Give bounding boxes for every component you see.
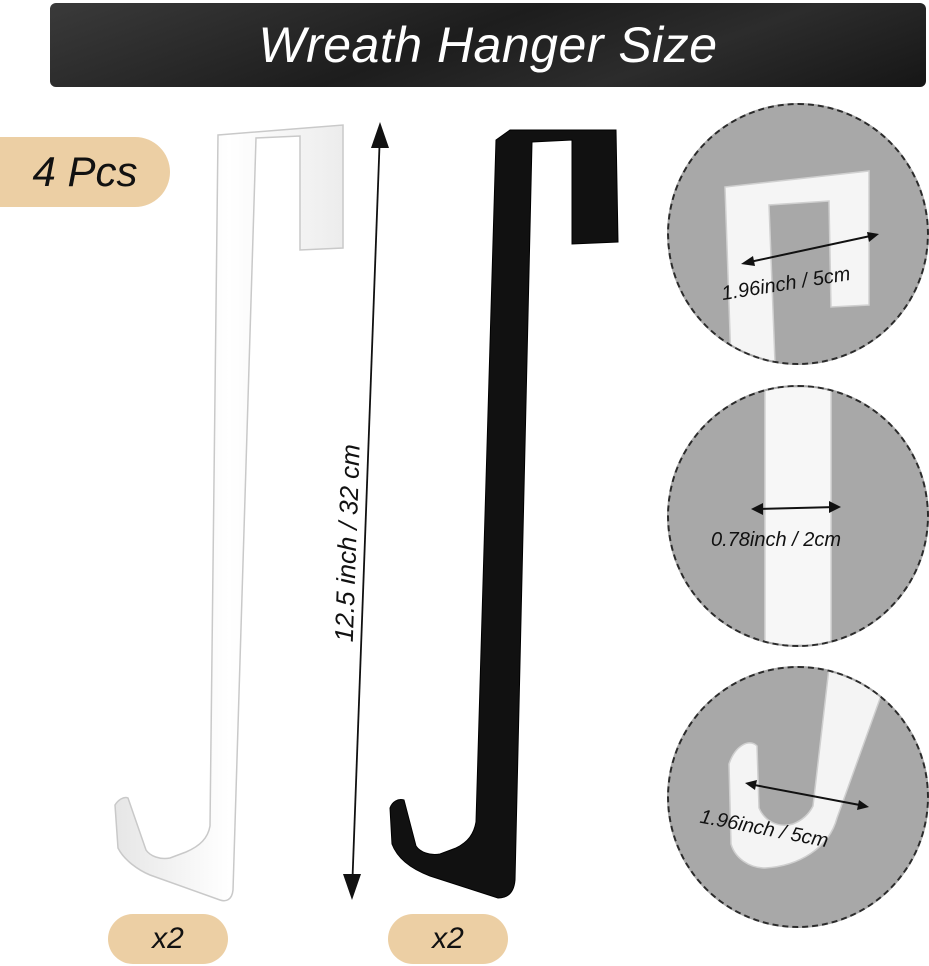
- quantity-badge: 4 Pcs: [0, 137, 170, 207]
- top-detail-illustration: [724, 170, 879, 363]
- page-title: Wreath Hanger Size: [258, 17, 718, 73]
- strip-detail-illustration: [751, 387, 841, 645]
- hook-detail-illustration: [728, 668, 892, 869]
- title-banner: Wreath Hanger Size: [50, 3, 926, 87]
- black-hanger: [389, 129, 619, 899]
- detail-top-width: 1.96inch / 5cm: [667, 103, 929, 365]
- strip-width-label: 0.78inch / 2cm: [711, 529, 842, 551]
- black-quantity-label: x2: [432, 922, 464, 955]
- length-dimension-arrow: [343, 122, 389, 900]
- quantity-badge-label: 4 Pcs: [32, 148, 138, 195]
- black-quantity-badge: x2: [388, 914, 508, 964]
- white-quantity-badge: x2: [108, 914, 228, 964]
- detail-strip-width: 0.78inch / 2cm: [667, 385, 929, 647]
- detail-hook-width: 1.96inch / 5cm: [667, 666, 929, 928]
- white-hanger: [114, 124, 344, 902]
- white-quantity-label: x2: [152, 922, 184, 955]
